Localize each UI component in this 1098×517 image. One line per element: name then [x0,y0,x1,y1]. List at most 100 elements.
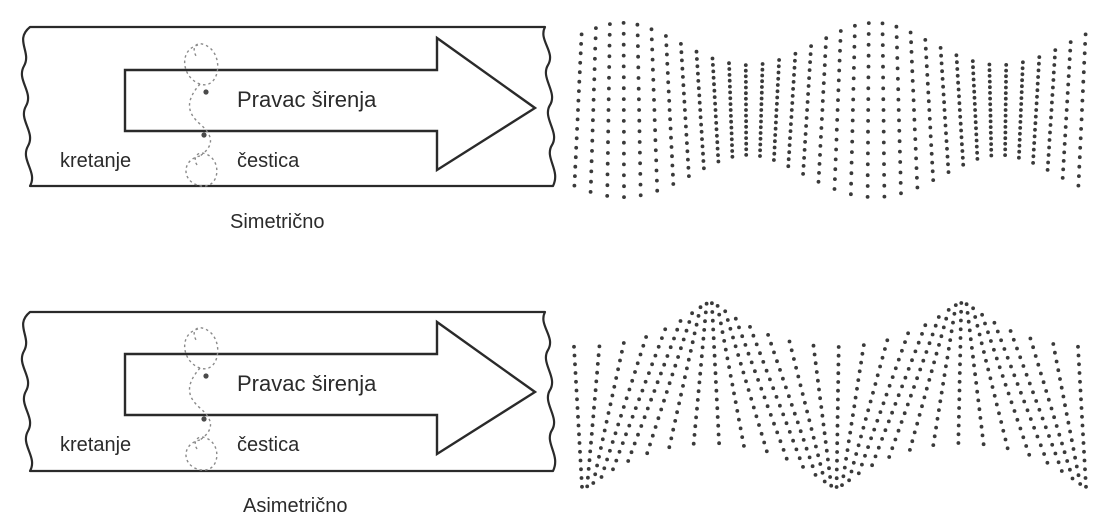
particle-dot [728,102,733,106]
particle-dot [929,369,934,374]
particle-dot [700,144,705,149]
particle-dot [834,127,839,132]
particle-dot [975,323,980,328]
particle-dot [766,333,770,337]
particle-dot [1065,91,1070,95]
particle-dot [599,475,604,479]
particle-dot [716,159,721,164]
particle-dot [711,63,715,67]
particle-dot [699,354,704,359]
particle-dot [1051,85,1055,90]
particle-dot [600,437,605,442]
particle-dot [580,484,584,489]
particle-dot [954,53,959,58]
particle-dot [669,436,674,441]
particle-dot [975,150,979,155]
particle-dot [836,362,841,367]
particle-dot [649,397,653,402]
particle-dot [945,154,950,159]
particle-dot [835,415,840,419]
particle-dot [1019,108,1023,112]
particle-dot [951,320,955,325]
particle-dot [1019,90,1024,94]
particle-dot [588,449,593,454]
particle-dot [1018,126,1023,130]
particle-dot [1077,164,1082,169]
particle-dot [983,321,987,326]
particle-dot [730,149,735,153]
particle-dot [758,148,762,153]
particle-dot [940,69,944,74]
motion-label-left: kretanje [60,434,131,456]
particle-dot [895,56,900,60]
particle-dot [979,424,984,429]
particle-dot [620,441,625,445]
particle-dot [621,97,626,101]
particle-dot [630,378,635,383]
particle-dot [754,342,759,347]
particle-dot [729,137,734,142]
particle-dot [856,378,861,382]
particle-dot [788,129,793,134]
particle-dot [729,131,734,136]
particle-dot [896,428,901,433]
particle-dot [1083,467,1087,472]
particle-dot [927,116,932,121]
particle-dot [672,336,676,341]
particle-dot [1081,89,1085,93]
particle-dot [931,443,936,447]
particle-dot [730,154,735,159]
particle-dot [957,414,961,419]
particle-dot [573,164,578,169]
particle-dot [572,344,576,349]
particle-dot [622,140,626,145]
particle-dot [974,132,979,137]
particle-dot [758,154,762,158]
particle-dot [965,311,970,315]
particle-dot [1044,389,1049,393]
particle-dot [788,136,792,141]
particle-dot [958,121,963,126]
particle-dot [960,149,965,153]
particle-dot [865,162,870,167]
particle-dot [939,390,944,395]
particle-dot [775,101,779,106]
particle-dot [895,66,900,71]
particle-dot [1069,438,1074,443]
particle-dot [912,127,917,132]
particle-dot [915,421,920,426]
particle-dot [654,158,659,163]
particle-dot [744,124,748,129]
particle-dot [791,80,796,84]
particle-dot [903,375,908,380]
particle-dot [1050,93,1055,97]
particle-dot [605,172,610,177]
particle-dot [591,481,596,485]
particle-dot [652,389,657,393]
particle-dot [836,388,840,393]
particle-dot [698,371,703,376]
particle-dot [1062,150,1067,155]
particle-dot [759,431,764,436]
particle-dot [973,114,978,118]
particle-dot [773,133,778,137]
particle-dot [702,328,707,332]
particle-dot [943,123,948,128]
particle-dot [635,22,640,27]
particle-dot [627,387,632,392]
particle-dot [644,335,648,339]
particle-dot [738,361,743,366]
particle-dot [851,413,855,417]
particle-dot [1020,84,1024,89]
particle-dot [760,85,764,89]
particle-dot [1061,159,1066,163]
particle-dot [853,23,857,28]
particle-dot [633,370,637,374]
particle-dot [787,394,791,399]
particle-dot [955,67,960,71]
particle-dot [717,312,722,317]
particle-dot [744,141,749,146]
particle-dot [653,148,658,153]
particle-dot [612,384,617,389]
particle-dot [1037,407,1042,412]
